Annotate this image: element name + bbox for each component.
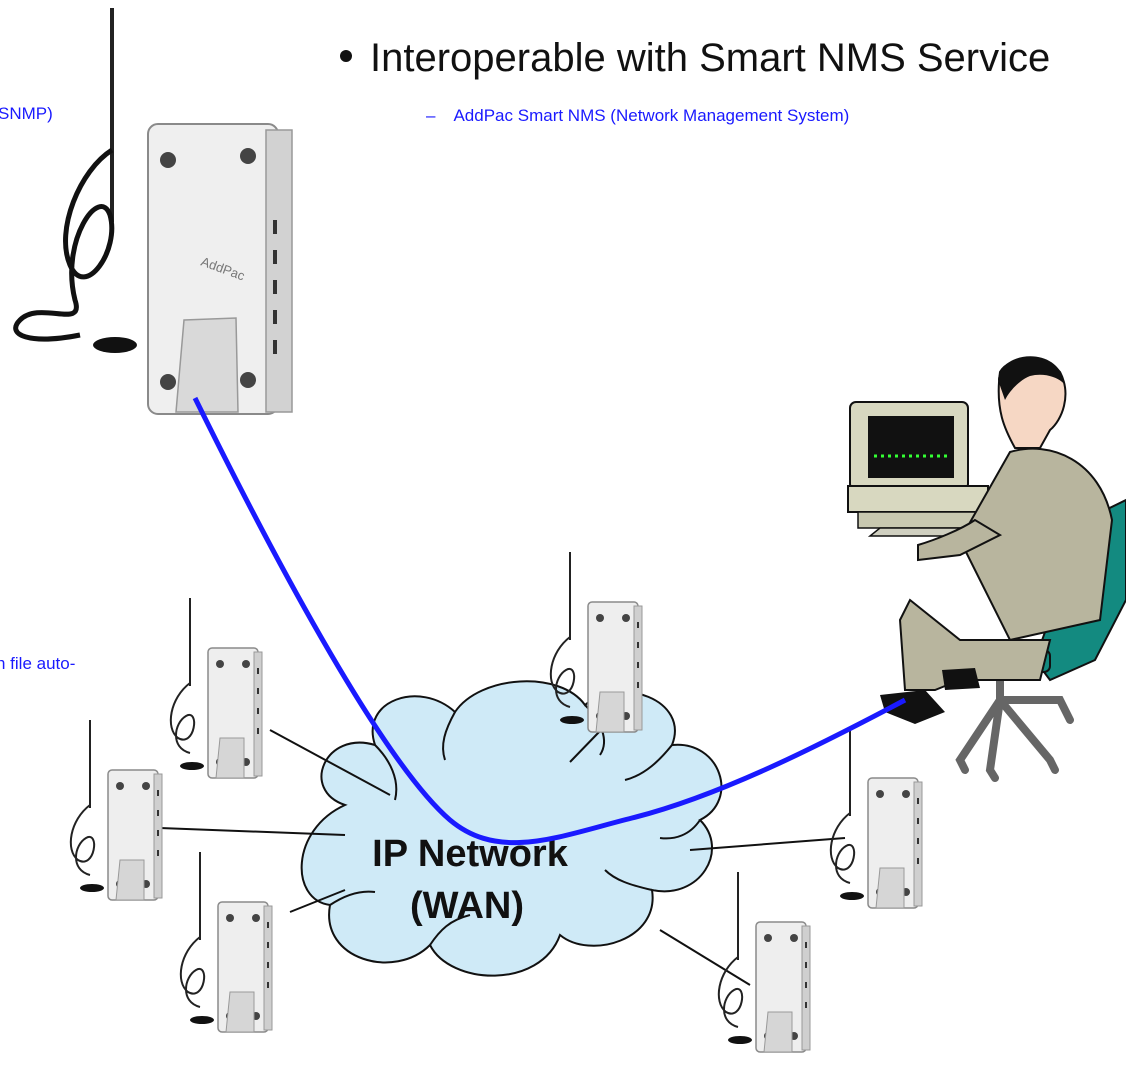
gateway-small-2	[69, 719, 163, 901]
main-gateway: AddPac	[13, 8, 293, 415]
gateway-small-4	[549, 551, 643, 733]
dash-marker: –	[426, 106, 436, 125]
antenna-base	[93, 337, 137, 353]
ip-network-cloud: IP Network (WAN)	[300, 680, 723, 977]
bullet-icon	[340, 50, 352, 63]
nms-link-line	[192, 396, 907, 846]
slide-heading: Interoperable with Smart NMS Service	[340, 36, 1050, 81]
gateway-small-1	[169, 597, 263, 779]
cloud-label-line2: (WAN)	[410, 885, 524, 927]
gateway-small-5	[829, 727, 923, 909]
gateway-small-6	[717, 871, 811, 1053]
subheading-text: AddPac Smart NMS (Network Management Sys…	[453, 106, 850, 125]
slide-subheading: –AddPac Smart NMS (Network Management Sy…	[426, 106, 849, 126]
nms-operator-workstation	[847, 356, 1126, 782]
heading-text: Interoperable with Smart NMS Service	[370, 36, 1051, 80]
left-text-fragment-snmp: SNMP)	[0, 104, 53, 123]
gateway-small-3	[179, 851, 273, 1033]
left-text-fragment-file: n file auto-	[0, 654, 76, 673]
